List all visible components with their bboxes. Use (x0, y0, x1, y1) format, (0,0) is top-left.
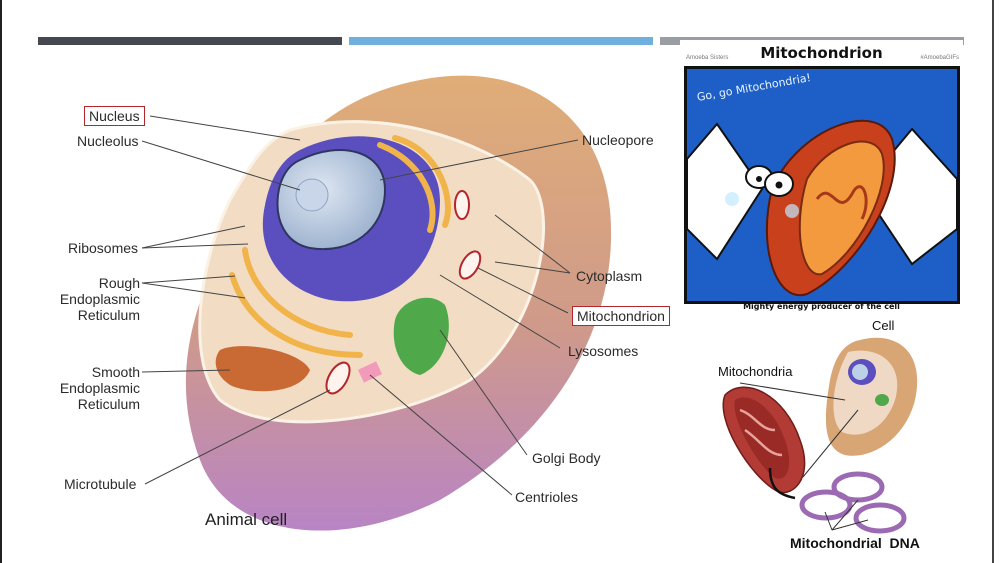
label-golgi-body: Golgi Body (532, 450, 601, 466)
label-smooth-er-line3: Reticulum (77, 396, 140, 412)
leader-lines (141, 115, 579, 496)
label-rough-er: Rough Endoplasmic Reticulum (58, 275, 140, 323)
cartoon-panel: Go, go Mitochondria! (684, 66, 960, 304)
label-rough-er-line1: Rough (98, 275, 140, 291)
label-microtubule: Microtubule (64, 476, 137, 492)
golgi-shape (393, 297, 449, 375)
credit-left: Amoeba Sisters (686, 55, 729, 61)
cartoon-mitochondrion (687, 119, 957, 297)
slide-right-edge (992, 0, 994, 563)
smooth-er-shape (215, 346, 310, 392)
accent-bar-dark (38, 37, 342, 45)
credit-right: #AmoebaGIFs (920, 55, 959, 61)
label-rough-er-line2: Endoplasmic (59, 291, 140, 307)
label-smooth-er-line1: Smooth (91, 364, 140, 380)
label-ribosomes: Ribosomes (68, 240, 139, 256)
mitochondrion-shapes (325, 190, 482, 395)
label-mitochondrion: Mitochondrion (572, 306, 670, 326)
nucleus-shape (262, 136, 440, 302)
label-centrioles: Centrioles (515, 489, 579, 505)
label-mitochondria: Mitochondria (718, 364, 793, 379)
centriole-shape (357, 361, 383, 383)
label-cytoplasm: Cytoplasm (576, 268, 643, 284)
label-cell: Cell (872, 318, 895, 333)
animal-cell-caption: Animal cell (205, 510, 288, 529)
mitochondrion-cartoon-card: Amoeba Sisters Mitochondrion #AmoebaGIFs… (680, 40, 963, 315)
slide-left-edge (0, 0, 2, 563)
accent-bar-blue (349, 37, 653, 45)
mito-card-caption: Mighty energy producer of the cell (743, 302, 900, 311)
label-smooth-er: Smooth Endoplasmic Reticulum (58, 364, 140, 412)
label-lysosomes: Lysosomes (568, 343, 639, 359)
label-rough-er-line3: Reticulum (77, 307, 140, 323)
label-nucleolus: Nucleolus (77, 133, 139, 149)
label-nucleopore: Nucleopore (582, 132, 654, 148)
label-smooth-er-line2: Endoplasmic (59, 380, 140, 396)
mito-card-title: Mitochondrion (760, 44, 883, 62)
label-nucleus: Nucleus (84, 106, 145, 126)
label-mitochondrial-dna: Mitochondrial DNA (790, 535, 920, 551)
rough-er-shape (229, 135, 451, 358)
